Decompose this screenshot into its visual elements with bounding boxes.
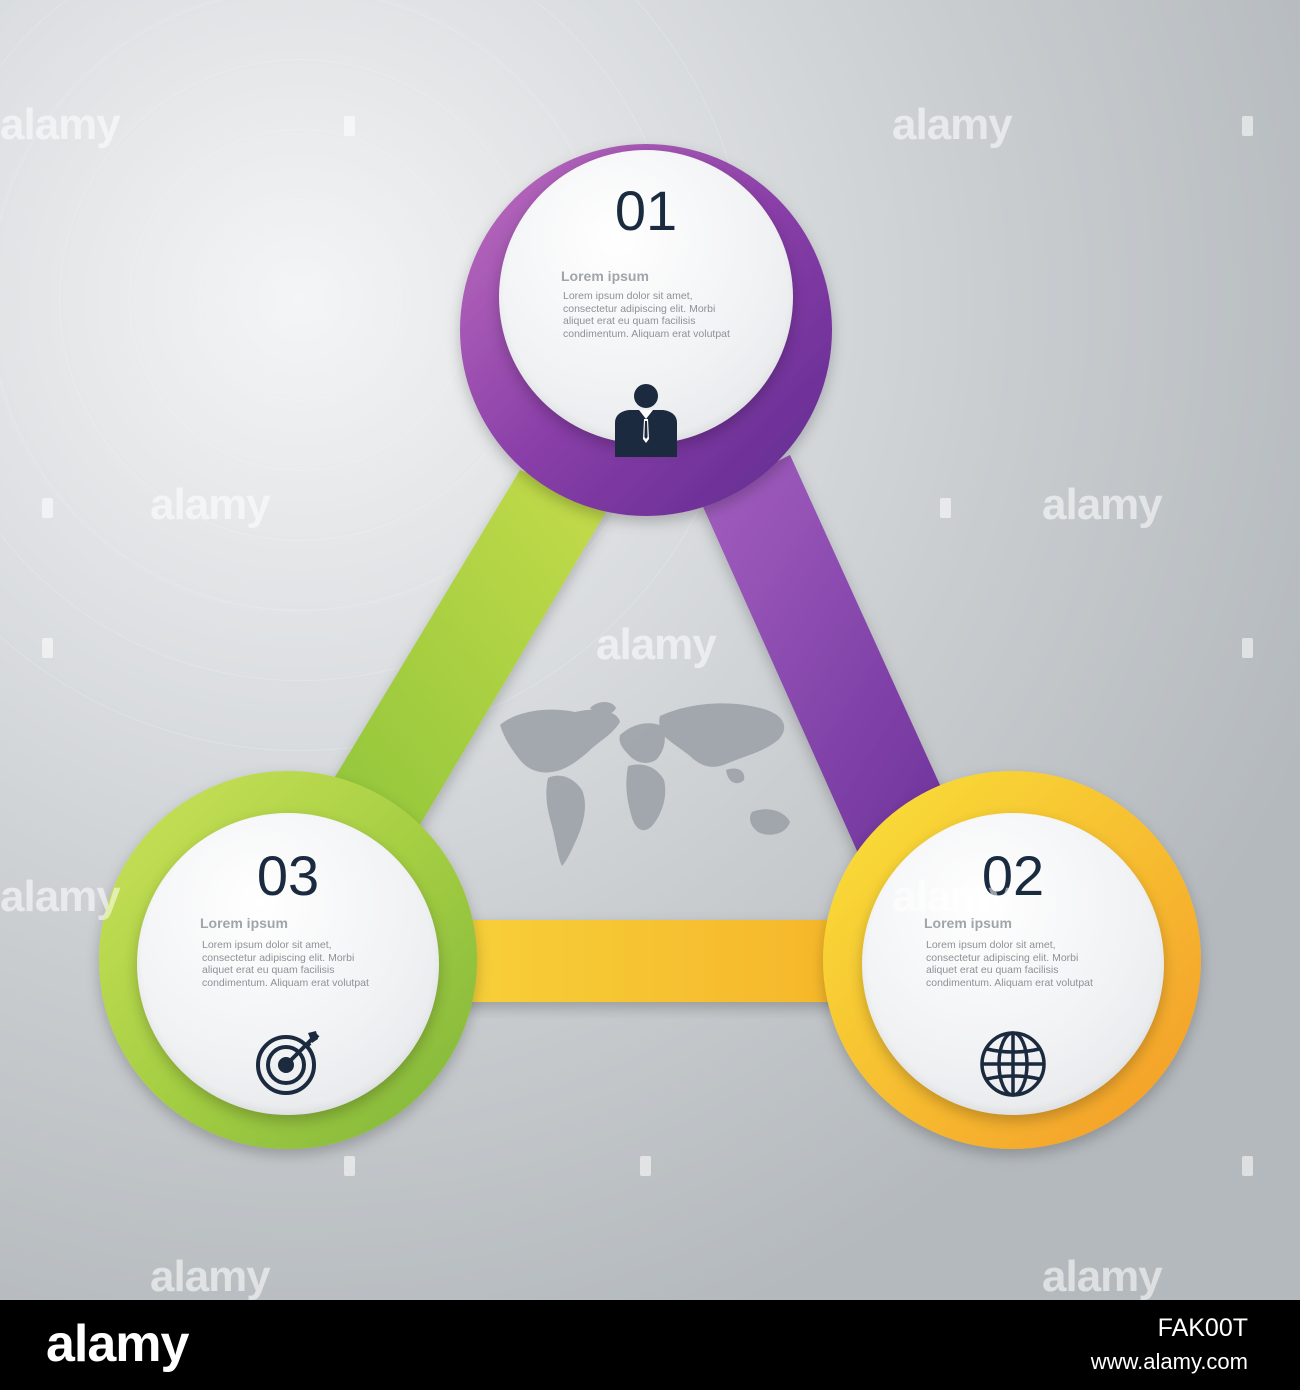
watermark: alamy bbox=[0, 100, 121, 149]
watermark: alamy bbox=[150, 480, 271, 529]
infographic-canvas: 01 Lorem ipsum Lorem ipsum dolor sit ame… bbox=[0, 0, 1300, 1300]
footer-bar: alamy FAK00T www.alamy.com bbox=[0, 1300, 1300, 1390]
watermark: alamy bbox=[892, 100, 1013, 149]
image-id: FAK00T bbox=[1157, 1314, 1248, 1342]
watermark: alamy bbox=[0, 872, 121, 921]
watermark: alamy bbox=[892, 872, 1013, 921]
businessman-icon bbox=[611, 383, 681, 462]
watermark: alamy bbox=[1042, 480, 1163, 529]
step-number: 02 bbox=[981, 844, 1045, 907]
watermark-mark bbox=[1242, 116, 1253, 136]
connector-01-02 bbox=[700, 455, 965, 880]
watermark: alamy bbox=[150, 1252, 271, 1300]
step-body: Lorem ipsum dolor sit amet, consectetur … bbox=[202, 939, 369, 989]
step-body: Lorem ipsum dolor sit amet, consectetur … bbox=[926, 939, 1093, 989]
site-url: www.alamy.com bbox=[1090, 1349, 1248, 1374]
step-title: Lorem ipsum bbox=[924, 915, 1012, 931]
watermark: alamy bbox=[596, 620, 717, 669]
connector-03-02 bbox=[420, 920, 860, 1002]
footer-logo: alamy bbox=[46, 1315, 189, 1373]
target-icon bbox=[252, 1027, 324, 1104]
world-map-icon bbox=[500, 702, 790, 866]
footer-info: FAK00T www.alamy.com bbox=[1091, 1314, 1248, 1375]
watermark-mark bbox=[42, 498, 53, 518]
watermark-mark bbox=[1242, 638, 1253, 658]
watermark-mark bbox=[640, 1156, 651, 1176]
step-card-03: 03 Lorem ipsum Lorem ipsum dolor sit ame… bbox=[137, 813, 439, 1115]
watermark: alamy bbox=[1042, 1252, 1163, 1300]
step-number: 01 bbox=[614, 179, 678, 242]
watermark-mark bbox=[344, 116, 355, 136]
step-title: Lorem ipsum bbox=[200, 915, 288, 931]
step-card-01: 01 Lorem ipsum Lorem ipsum dolor sit ame… bbox=[499, 150, 793, 457]
watermark-mark bbox=[344, 1156, 355, 1176]
watermark-mark bbox=[940, 498, 951, 518]
globe-icon bbox=[978, 1029, 1048, 1104]
step-number: 03 bbox=[256, 844, 320, 907]
step-body: Lorem ipsum dolor sit amet, consectetur … bbox=[563, 290, 730, 340]
watermark-mark bbox=[42, 638, 53, 658]
step-title: Lorem ipsum bbox=[561, 268, 649, 284]
connector-01-03 bbox=[315, 470, 610, 850]
watermark-mark bbox=[1242, 1156, 1253, 1176]
step-card-02: 02 Lorem ipsum Lorem ipsum dolor sit ame… bbox=[862, 813, 1164, 1115]
